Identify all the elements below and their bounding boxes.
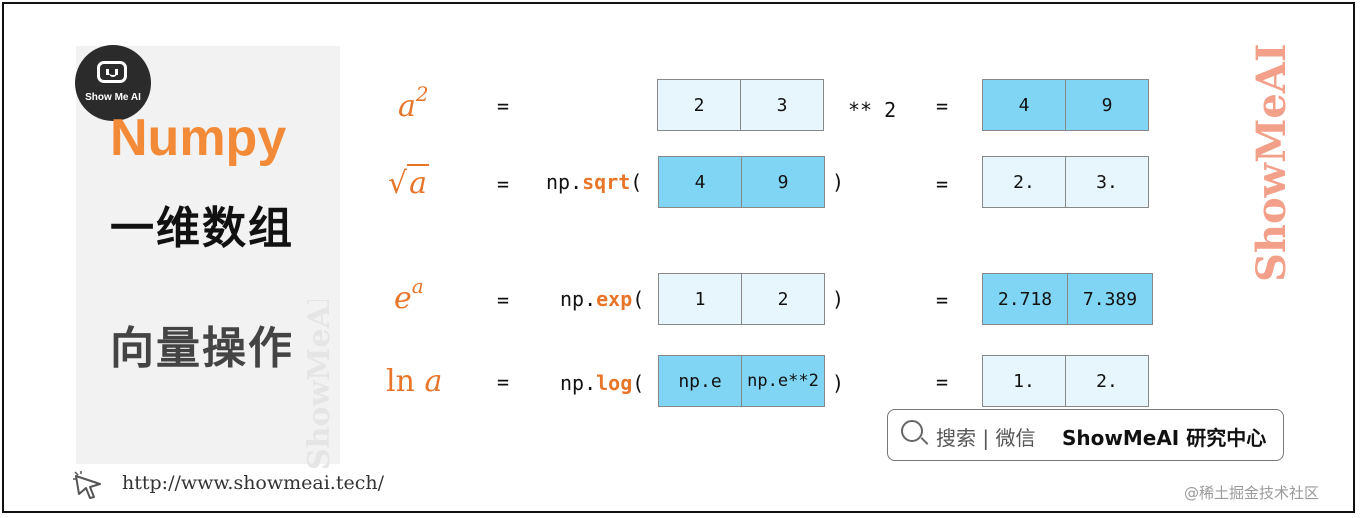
- output-cell: 4: [982, 79, 1066, 131]
- title-vector-ops: 向量操作: [110, 323, 294, 374]
- ln-operator: ln: [386, 364, 415, 399]
- juejin-watermark: @稀土掘金技术社区: [1184, 484, 1320, 502]
- sqrt-sign: √: [388, 166, 408, 201]
- input-cell: 3: [740, 79, 824, 131]
- input-cell: 2: [657, 79, 741, 131]
- function-name: log: [596, 371, 633, 395]
- title-numpy: Numpy: [110, 109, 287, 167]
- output-cell: 7.389: [1067, 273, 1153, 325]
- function-call-sqrt: np.sqrt(: [546, 170, 642, 194]
- logo-text: Show Me AI: [85, 92, 141, 103]
- title-1d-array: 一维数组: [110, 203, 294, 254]
- equals-sign: =: [936, 288, 949, 312]
- robot-mouth: [109, 72, 117, 77]
- formula-e-power-a: ea: [394, 274, 424, 316]
- input-cell: np.e**2: [741, 355, 825, 407]
- output-cell: 9: [1065, 79, 1149, 131]
- equals-sign: =: [497, 172, 510, 196]
- open-paren: (: [632, 287, 645, 311]
- np-prefix: np.: [560, 371, 597, 395]
- right-watermark: ShowMeAI: [1248, 43, 1292, 282]
- search-label: 搜索 | 微信: [936, 426, 1036, 450]
- close-paren: ): [832, 371, 845, 395]
- function-call-log: np.log(: [560, 371, 644, 395]
- input-cell: 9: [741, 156, 825, 208]
- formula-base: a: [398, 89, 416, 124]
- input-cell: 2: [741, 273, 825, 325]
- formula-arg: a: [407, 164, 430, 201]
- showmeai-logo: Show Me AI: [75, 45, 151, 121]
- search-icon: [901, 420, 923, 442]
- output-cell: 2.718: [982, 273, 1068, 325]
- output-cell: 3.: [1065, 156, 1149, 208]
- formula-a-squared: a2: [398, 82, 429, 124]
- input-cell: 4: [658, 156, 742, 208]
- input-cell: np.e: [658, 355, 742, 407]
- np-prefix: np.: [546, 170, 583, 194]
- cursor-icon: [73, 471, 101, 499]
- open-paren: (: [632, 371, 645, 395]
- close-paren: ): [832, 170, 845, 194]
- equals-sign: =: [936, 172, 949, 196]
- equals-sign: =: [497, 94, 510, 118]
- function-name: exp: [596, 287, 633, 311]
- function-name: sqrt: [582, 170, 631, 194]
- formula-exponent: 2: [415, 82, 429, 106]
- equals-sign: =: [936, 94, 949, 118]
- formula-sqrt-a: √a: [388, 164, 430, 201]
- power-operator: ** 2: [848, 98, 897, 122]
- left-watermark: ShowMeAI: [302, 300, 337, 470]
- formula-ln-a: ln a: [386, 364, 442, 399]
- equals-sign: =: [936, 370, 949, 394]
- formula-exponent: a: [411, 274, 424, 298]
- np-prefix: np.: [560, 287, 597, 311]
- function-call-exp: np.exp(: [560, 287, 644, 311]
- formula-arg: a: [424, 364, 443, 399]
- output-cell: 1.: [982, 355, 1066, 407]
- formula-base: e: [394, 281, 412, 316]
- equals-sign: =: [497, 288, 510, 312]
- search-brand: ShowMeAI 研究中心: [1062, 426, 1267, 450]
- close-paren: ): [832, 287, 845, 311]
- equals-sign: =: [497, 370, 510, 394]
- input-cell: 1: [658, 273, 742, 325]
- wechat-search-badge: 搜索 | 微信 ShowMeAI 研究中心: [887, 409, 1284, 461]
- website-link[interactable]: http://www.showmeai.tech/: [122, 472, 385, 494]
- open-paren: (: [630, 170, 643, 194]
- output-cell: 2.: [1065, 355, 1149, 407]
- output-cell: 2.: [982, 156, 1066, 208]
